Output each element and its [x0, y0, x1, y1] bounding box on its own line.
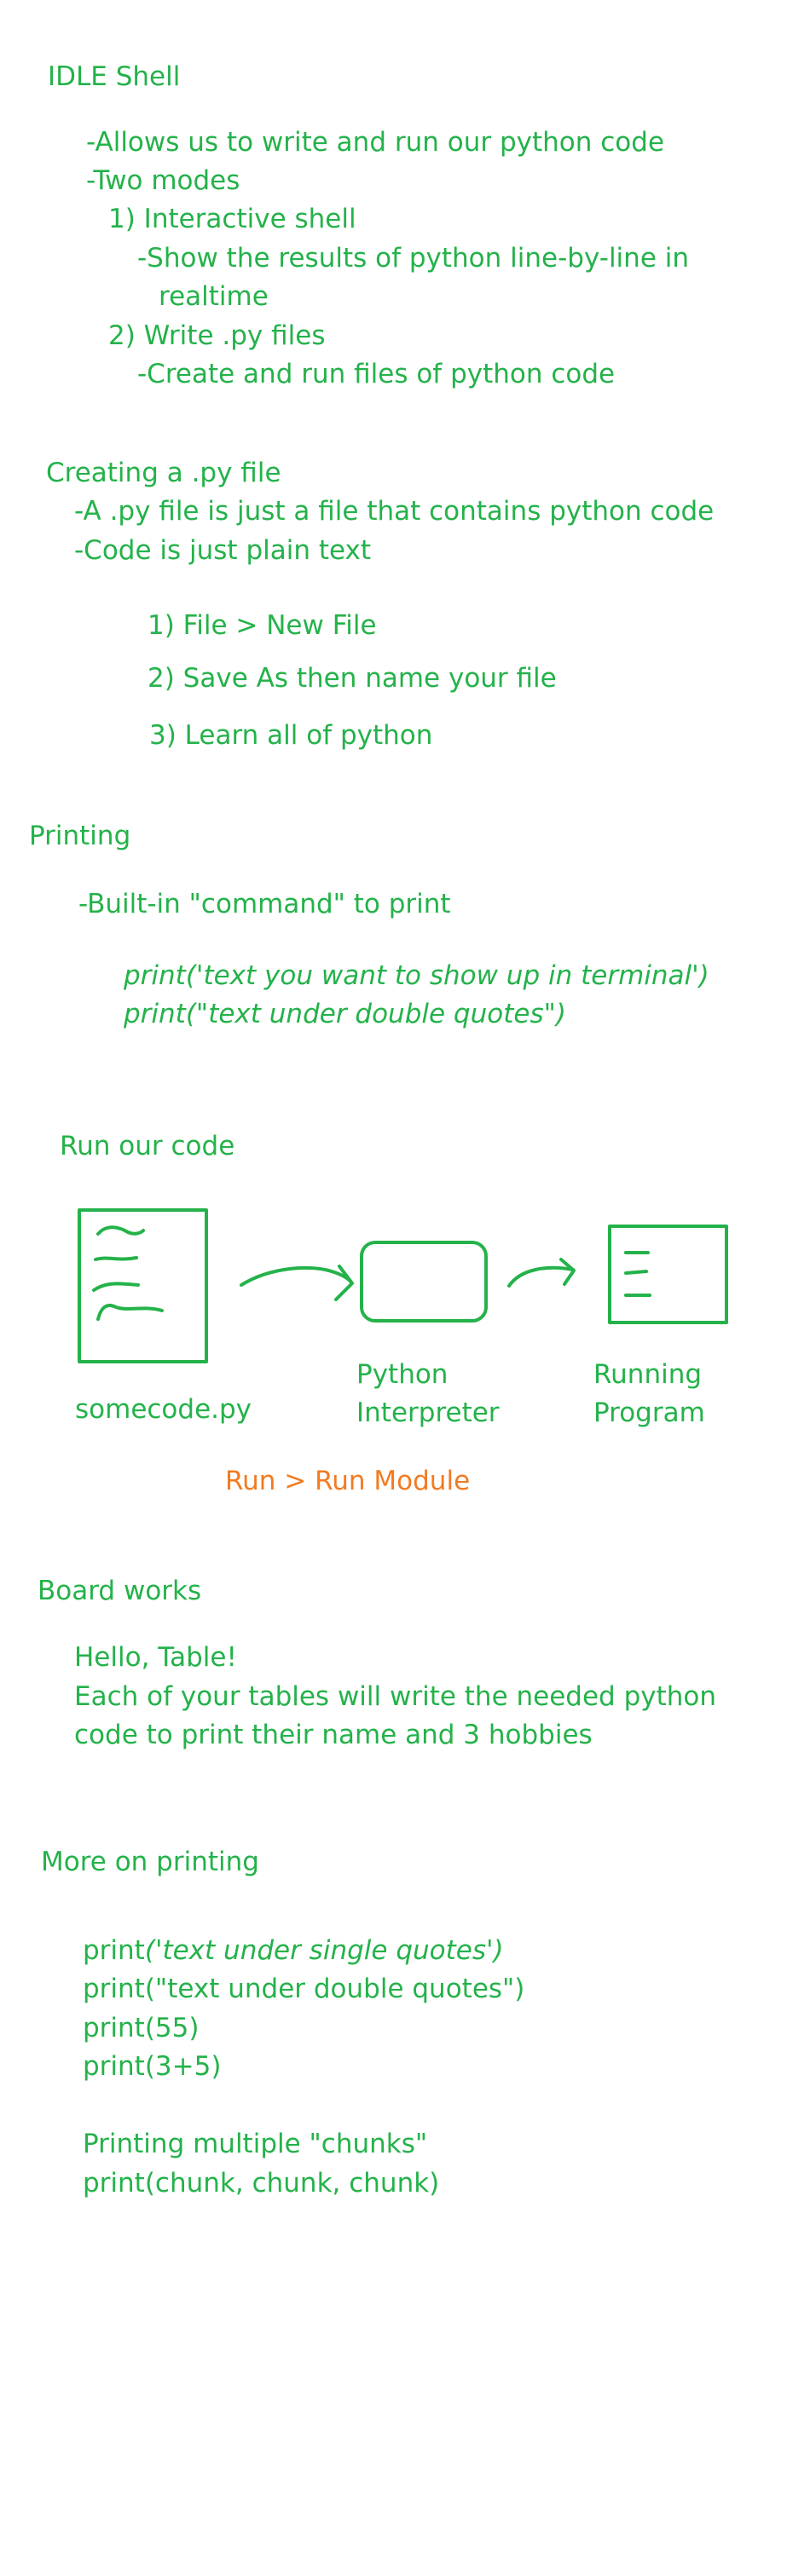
- pyfile-line-1: -A .py file is just a file that contains…: [74, 496, 715, 527]
- source-file-icon: [78, 1208, 208, 1363]
- printing-heading: Printing: [29, 821, 131, 851]
- idle-heading: IDLE Shell: [48, 61, 181, 92]
- idle-mode-2: 2) Write .py files: [108, 320, 326, 351]
- output-lines-icon: [624, 1251, 651, 1297]
- idle-mode-1: 1) Interactive shell: [108, 204, 356, 234]
- more-heading: More on printing: [41, 1847, 259, 1877]
- more-code-4: print(3+5): [83, 2051, 222, 2082]
- program-label-cont: Program: [593, 1397, 705, 1428]
- board-line-3: code to print their name and 3 hobbies: [74, 1720, 593, 1750]
- interpreter-label-cont: Interpreter: [356, 1397, 500, 1428]
- pyfile-heading: Creating a .py file: [46, 458, 281, 488]
- idle-mode-1-desc: -Show the results of python line-by-line…: [137, 243, 690, 274]
- more-code-2: print("text under double quotes"): [83, 1974, 525, 2004]
- pyfile-step-2: 2) Save As then name your file: [148, 663, 557, 694]
- source-file-label: somecode.py: [75, 1394, 252, 1425]
- idle-line-1: -Allows us to write and run our python c…: [86, 127, 665, 158]
- more-line-1: Printing multiple "chunks": [83, 2129, 428, 2159]
- board-line-1: Hello, Table!: [74, 1642, 237, 1673]
- arrow-1: [240, 1265, 353, 1287]
- more-code-5: print(chunk, chunk, chunk): [83, 2168, 440, 2199]
- idle-mode-2-desc: -Create and run files of python code: [137, 359, 616, 389]
- arrow-1-head: [334, 1265, 354, 1301]
- pyfile-step-3: 3) Learn all of python: [149, 720, 433, 751]
- more-code-1-args: ('text under single quotes'): [144, 1935, 504, 1966]
- interpreter-icon: [360, 1241, 488, 1323]
- interpreter-label: Python: [356, 1359, 448, 1390]
- pyfile-step-1: 1) File > New File: [148, 610, 377, 641]
- more-code-1: print('text under single quotes'): [83, 1936, 504, 1965]
- printing-code-2: print("text under double quotes"): [124, 999, 566, 1029]
- program-window-icon: [608, 1225, 728, 1324]
- pyfile-line-2: -Code is just plain text: [74, 535, 372, 566]
- run-heading: Run our code: [60, 1131, 235, 1161]
- run-flow-sketch: [78, 1208, 728, 1363]
- program-label: Running: [593, 1359, 703, 1390]
- more-code-1-func: print: [83, 1935, 145, 1966]
- board-line-2: Each of your tables will write the neede…: [74, 1681, 717, 1712]
- more-code-3: print(55): [83, 2013, 200, 2043]
- board-heading: Board works: [38, 1576, 202, 1606]
- printing-code-1: print('text you want to show up in termi…: [124, 960, 709, 991]
- arrow-2: [507, 1265, 575, 1288]
- scribble-lines-icon: [92, 1225, 164, 1321]
- run-menu-path: Run > Run Module: [225, 1466, 471, 1496]
- idle-mode-1-desc-cont: realtime: [159, 281, 269, 312]
- idle-line-2: -Two modes: [86, 165, 240, 196]
- printing-line-1: -Built-in "command" to print: [78, 889, 451, 919]
- arrow-2-head: [559, 1258, 576, 1286]
